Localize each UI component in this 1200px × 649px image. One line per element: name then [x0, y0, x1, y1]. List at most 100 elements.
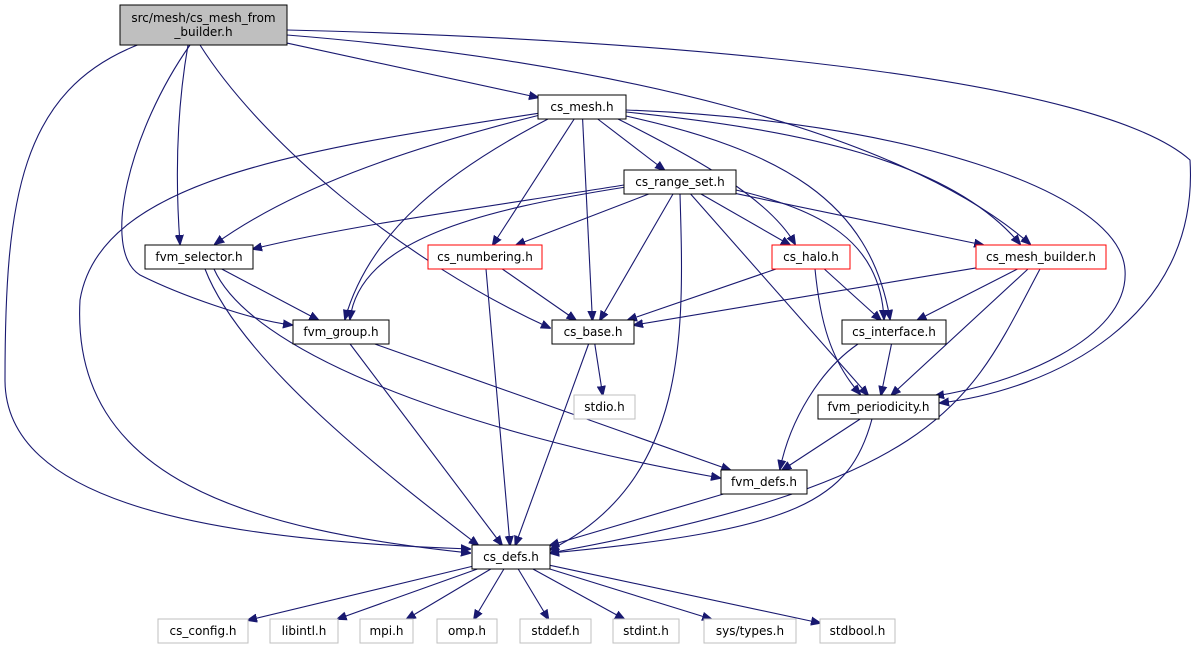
edge-cs_range_set-to-cs_defs — [550, 193, 683, 550]
edge-fvm_selector-to-fvm_defs — [213, 268, 720, 478]
edge-cs_mesh-to-fvm_selector — [215, 114, 541, 244]
node-cs-defs[interactable]: cs_defs.h — [471, 544, 551, 570]
node-label: stdbool.h — [830, 624, 886, 638]
edge-cs_defs-to-stdint — [532, 568, 624, 619]
edge-cs_defs-to-sys_types — [549, 568, 711, 619]
node-box — [269, 618, 339, 644]
node-label: fvm_group.h — [303, 325, 378, 339]
edge-fvm_periodicity-to-fvm_defs — [782, 418, 861, 470]
edge-cs_range_set-to-fvm_group — [350, 186, 627, 319]
node-sys-types: sys/types.h — [703, 618, 797, 644]
edge-fvm_group-to-cs_defs — [349, 343, 502, 545]
node-label: fvm_defs.h — [731, 475, 797, 489]
node-root[interactable]: src/mesh/cs_mesh_from_builder.h — [119, 4, 288, 46]
node-box — [817, 394, 940, 420]
node-fvm-periodicity[interactable]: fvm_periodicity.h — [817, 394, 940, 420]
edge-cs_mesh_builder-to-cs_interface — [918, 268, 1018, 320]
edge-cs_defs-to-stddef — [517, 568, 548, 619]
node-box — [841, 319, 947, 345]
edge-fvm_group-to-fvm_defs — [374, 343, 730, 470]
edge-root-to-cs_mesh_builder — [286, 34, 1030, 244]
node-label: cs_halo.h — [783, 250, 839, 264]
node-box — [519, 618, 592, 644]
node-label: libintl.h — [282, 624, 327, 638]
edge-cs_range_set-to-cs_numbering — [516, 193, 649, 245]
edge-cs_halo-to-cs_interface — [823, 268, 880, 320]
edge-cs_range_set-to-cs_halo — [700, 193, 790, 245]
node-box — [771, 244, 851, 270]
edge-cs_mesh-to-fvm_periodicity — [625, 109, 1126, 396]
node-box — [436, 618, 498, 644]
node-label: cs_range_set.h — [635, 175, 725, 189]
edge-cs_mesh-to-fvm_group — [345, 118, 549, 319]
node-cs-base[interactable]: cs_base.h — [551, 319, 635, 345]
node-box — [551, 319, 635, 345]
node-box — [975, 244, 1107, 270]
edge-fvm_defs-to-cs_defs — [550, 493, 724, 545]
edge-cs_halo-to-fvm_periodicity — [814, 268, 860, 394]
edge-root-to-cs_defs — [4, 43, 470, 549]
edge-cs_defs-to-mpi — [407, 568, 492, 619]
node-box — [703, 618, 797, 644]
node-label: omp.h — [448, 624, 486, 638]
node-label: cs_mesh.h — [550, 100, 613, 114]
node-fvm-group[interactable]: fvm_group.h — [292, 319, 390, 345]
node-layer: src/mesh/cs_mesh_from_builder.h cs_mesh.h… — [119, 4, 1107, 644]
edge-root-to-fvm_group — [121, 44, 292, 325]
node-label: cs_numbering.h — [437, 250, 533, 264]
edge-cs_mesh_builder-to-cs_base — [634, 267, 977, 325]
edge-fvm_selector-to-fvm_group — [221, 268, 319, 320]
node-box — [427, 244, 543, 270]
edge-cs_range_set-to-cs_interface — [735, 189, 884, 319]
node-box — [623, 169, 737, 195]
edge-root-to-fvm_periodicity — [286, 29, 1191, 403]
edge-cs_numbering-to-cs_defs — [485, 268, 510, 545]
node-box — [573, 394, 636, 420]
edge-cs_range_set-to-cs_base — [600, 193, 674, 320]
node-stdio: stdio.h — [573, 394, 636, 420]
node-cs-mesh[interactable]: cs_mesh.h — [537, 94, 627, 120]
node-cs-interface[interactable]: cs_interface.h — [841, 319, 947, 345]
node-label: stdint.h — [623, 624, 669, 638]
node-cs-halo[interactable]: cs_halo.h — [771, 244, 851, 270]
node-stdint: stdint.h — [612, 618, 680, 644]
node-label: cs_base.h — [564, 325, 623, 339]
edge-cs_mesh-to-cs_base — [582, 118, 593, 320]
node-box — [144, 244, 254, 270]
node-box — [157, 618, 249, 644]
node-label: cs_defs.h — [483, 550, 539, 564]
node-stddef: stddef.h — [519, 618, 592, 644]
node-cs-config: cs_config.h — [157, 618, 249, 644]
node-cs-numbering[interactable]: cs_numbering.h — [427, 244, 543, 270]
node-fvm-defs[interactable]: fvm_defs.h — [720, 469, 808, 495]
node-box — [720, 469, 808, 495]
edge-cs_mesh-to-cs_range_set — [597, 118, 665, 170]
node-stdbool: stdbool.h — [819, 618, 896, 644]
node-label: cs_interface.h — [852, 325, 936, 339]
edge-cs_range_set-to-fvm_periodicity — [690, 193, 868, 395]
edge-cs_defs-to-stdbool — [549, 564, 820, 623]
node-cs-range-set[interactable]: cs_range_set.h — [623, 169, 737, 195]
node-fvm-selector[interactable]: fvm_selector.h — [144, 244, 254, 270]
node-label: mpi.h — [369, 624, 403, 638]
edge-cs_range_set-to-fvm_selector — [253, 184, 625, 249]
node-box — [292, 319, 390, 345]
edge-cs_mesh-to-cs_numbering — [493, 118, 575, 245]
node-cs-mesh-builder[interactable]: cs_mesh_builder.h — [975, 244, 1107, 270]
node-box — [819, 618, 896, 644]
node-label: stdio.h — [584, 400, 624, 414]
edge-cs_defs-to-libintl — [338, 568, 478, 619]
edge-root-to-fvm_selector — [177, 44, 189, 244]
edge-cs_mesh-to-cs_mesh_builder — [625, 111, 1020, 244]
node-label: _builder.h — [173, 25, 232, 39]
node-label: cs_config.h — [170, 624, 237, 638]
node-omp: omp.h — [436, 618, 498, 644]
edge-cs_defs-to-omp — [474, 568, 505, 619]
edge-cs_interface-to-fvm_defs — [780, 343, 859, 469]
node-label: sys/types.h — [716, 624, 784, 638]
edge-fvm_periodicity-to-cs_defs — [550, 418, 873, 553]
edge-cs_defs-to-cs_config — [248, 565, 473, 620]
node-box — [471, 544, 551, 570]
node-label: stddef.h — [531, 624, 579, 638]
